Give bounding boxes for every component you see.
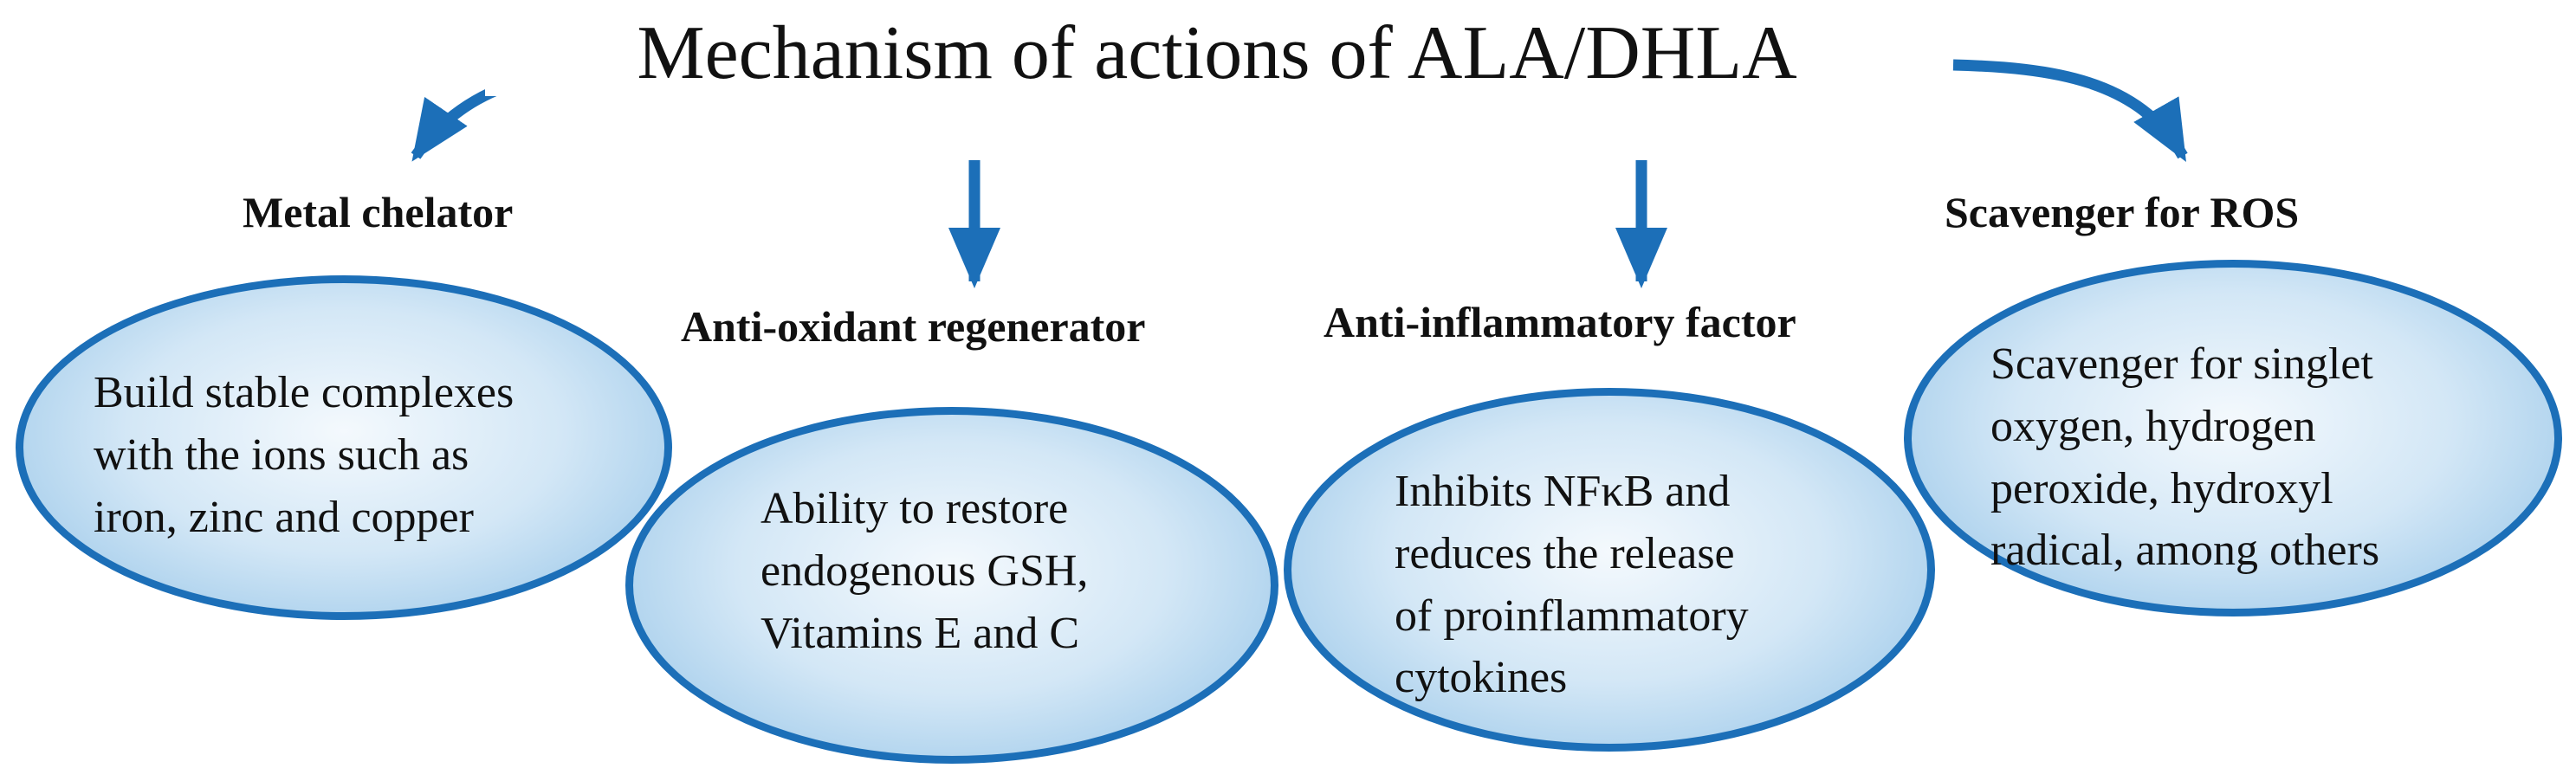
text-anti-inflammatory-factor: Inhibits NFκB and reduces the release of…	[1395, 461, 1864, 709]
text-antioxidant-regenerator: Ability to restore endogenous GSH, Vitam…	[761, 478, 1088, 664]
text-line: reduces the release	[1395, 528, 1735, 578]
heading-anti-inflammatory-factor: Anti-inflammatory factor	[1324, 298, 1796, 346]
text-line: iron, zinc and copper	[94, 492, 474, 542]
text-line: Vitamins E and C	[761, 608, 1080, 658]
text-line: Scavenger for singlet	[1990, 339, 2373, 389]
ellipse-scavenger-for-ros	[1904, 260, 2562, 616]
arrow-to-scavenger-for-ros	[1952, 59, 2188, 162]
text-line: radical, among others	[1990, 526, 2380, 576]
text-line: cytokines	[1395, 653, 1568, 703]
text-line: Build stable complexes	[94, 368, 515, 417]
text-line: of proinflammatory	[1395, 591, 1749, 641]
text-line: peroxide, hydroxyl	[1990, 463, 2333, 513]
text-scavenger-for-ros: Scavenger for singlet oxygen, hydrogen p…	[1990, 333, 2379, 582]
text-line: Inhibits NFκB and	[1395, 467, 1731, 516]
heading-antioxidant-regenerator: Anti-oxidant regenerator	[681, 302, 1146, 351]
ellipse-anti-inflammatory-factor	[1284, 388, 1935, 752]
text-line: Ability to restore	[761, 484, 1069, 533]
text-line: with the ions such as	[94, 429, 469, 480]
ellipse-antioxidant-regenerator	[625, 407, 1278, 764]
ellipse-metal-chelator	[16, 275, 672, 620]
text-line: endogenous GSH,	[761, 545, 1089, 596]
heading-scavenger-for-ros: Scavenger for ROS	[1945, 188, 2300, 236]
text-line: oxygen, hydrogen	[1990, 401, 2316, 451]
diagram-title: Mechanism of actions of ALA/DHLA	[485, 11, 1949, 96]
text-metal-chelator: Build stable complexes with the ions suc…	[94, 362, 514, 548]
heading-metal-chelator: Metal chelator	[243, 188, 514, 236]
